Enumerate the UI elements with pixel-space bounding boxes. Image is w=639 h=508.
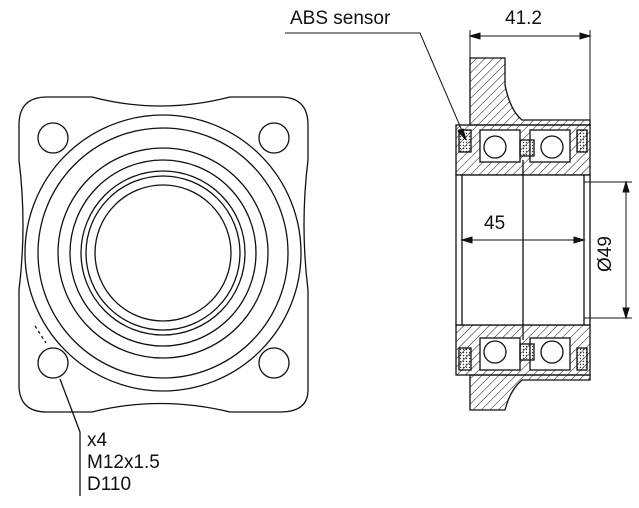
flange-outline — [18, 96, 309, 413]
dim-dia-arrow-top — [622, 180, 630, 193]
dimensions — [285, 30, 632, 320]
ball-bottom-right — [540, 340, 564, 364]
width-dimension-label: 41.2 — [505, 8, 542, 29]
abs-sensor-leader — [285, 32, 467, 141]
bolt-spec-leader — [59, 378, 81, 496]
bolt-hole-top-left — [37, 122, 69, 154]
ring-5 — [80, 170, 246, 336]
ring-6 — [85, 175, 241, 331]
ball-top-left — [483, 135, 507, 159]
bore-diameter-label: Ø49 — [595, 236, 616, 272]
abs-ring-bottom — [519, 343, 535, 361]
ring-2 — [37, 127, 289, 379]
abs-sensor-label: ABS sensor — [290, 8, 391, 29]
abs-sensor-arrow — [457, 128, 467, 141]
ring-outer — [24, 114, 302, 392]
ball-top-right — [540, 135, 564, 159]
bolt-count: x4 — [87, 430, 108, 451]
dim-width-arrow-left — [468, 32, 481, 40]
seal-top-right — [576, 129, 588, 153]
flange-section-bottom — [469, 374, 591, 411]
seal-bottom-left — [458, 347, 472, 371]
bolt-thread: M12x1.5 — [87, 452, 160, 473]
bolt-hole-top-right — [258, 122, 290, 154]
abs-ring-top — [519, 139, 535, 157]
dim-width-arrow-right — [579, 32, 592, 40]
dim-inner-arrow-right — [573, 236, 586, 244]
ball-bottom-left — [483, 340, 507, 364]
bolt-spec-block: x4 M12x1.5 D110 — [87, 430, 160, 496]
seal-bottom-right — [576, 347, 588, 371]
dim-inner-arrow-left — [460, 236, 473, 244]
section-view — [455, 57, 591, 411]
front-view — [18, 96, 309, 496]
dim-dia-arrow-bottom — [622, 307, 630, 320]
bolt-pitch-circle: D110 — [87, 474, 132, 495]
pitch-circle-arc — [34, 325, 47, 344]
flange-section-top — [469, 57, 591, 126]
ring-bore — [94, 184, 232, 322]
bolt-hole-bottom-right — [258, 347, 290, 379]
bolt-hole-bottom-left — [37, 347, 69, 379]
inner-width-dimension-label: 45 — [484, 213, 506, 234]
ring-3 — [57, 147, 269, 359]
ring-4 — [69, 159, 257, 347]
